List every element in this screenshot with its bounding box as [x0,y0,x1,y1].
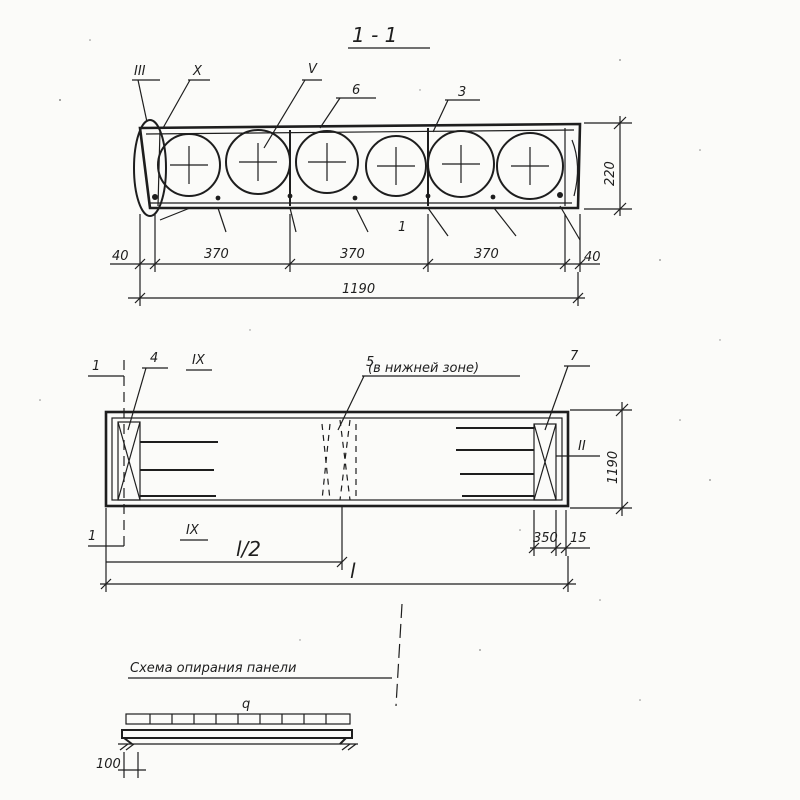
plan-dimensions: 1190 l/2 350 15 l [100,402,632,592]
right-end-mesh [456,423,557,501]
callout-II: II [578,439,586,454]
right-end-detail [571,139,579,197]
load-label: q [242,697,250,712]
callout-IX-top: IX [192,353,206,368]
top-flange-line [145,129,575,135]
midspan-mesh [321,419,357,501]
dim-total-width: 1190 [342,282,375,297]
support-scheme-title: Схема опирания панели [130,661,296,676]
callout-5-note: (в нижней зоне) [368,361,479,376]
dim-bay-3: 370 [474,247,499,262]
section-title-group: 1 - 1 [348,23,430,49]
callout-6: 6 [352,83,360,98]
section-callouts: III X V 6 3 1 [132,62,581,241]
hollow-core [496,132,564,200]
hollow-core [157,133,221,197]
section-title: 1 - 1 [352,23,397,47]
hollow-core [225,129,291,195]
panel-outline [138,122,582,210]
node-III-detail-ellipse [133,119,167,217]
dim-left-edge: 40 [112,249,129,264]
callout-III: III [134,64,146,79]
cut-label-1-bottom: 1 [88,529,96,544]
section-dimensions: 220 40 370 370 370 40 1190 [110,116,632,306]
dim-plan-width: 1190 [606,451,621,484]
dim-end-zone: 350 [533,531,558,546]
hollow-core [365,135,427,197]
plan-outline [104,410,570,508]
paper-speckle [39,39,721,701]
support-beam [121,729,353,739]
distributed-load [125,713,351,725]
dim-bay-2: 370 [340,247,365,262]
callout-V: V [308,62,318,77]
panel-plan [104,360,570,550]
dim-height: 220 [603,161,618,186]
axis-line [395,603,403,707]
left-support [119,737,135,751]
callout-4: 4 [150,351,158,366]
callout-IX-bottom: IX [186,523,200,538]
hollow-core [427,130,495,198]
dim-span: l [350,559,356,583]
callout-3: 3 [458,85,466,100]
callout-7: 7 [570,349,579,364]
dim-end-offset: 15 [570,531,587,546]
plan-inner-outline [111,417,563,501]
support-scheme: Схема опирания панели q [96,661,392,778]
dim-half-span: l/2 [236,537,261,561]
callout-X: X [192,64,203,79]
callout-5: 5 [366,355,374,370]
dim-bay-1: 370 [204,247,229,262]
left-end-mesh [117,421,218,501]
cut-label-1-top: 1 [92,359,100,374]
bearing-length: 100 [96,757,121,772]
plan-callouts: 1 4 IX 5 (в нижней зоне) 7 II 1 IX [88,349,600,547]
rebar-dots [152,192,563,201]
right-support [339,737,357,751]
dim-right-edge: 40 [584,250,601,265]
hollow-core [295,130,359,194]
panel-cross-section [133,119,582,217]
callout-1: 1 [398,220,406,235]
